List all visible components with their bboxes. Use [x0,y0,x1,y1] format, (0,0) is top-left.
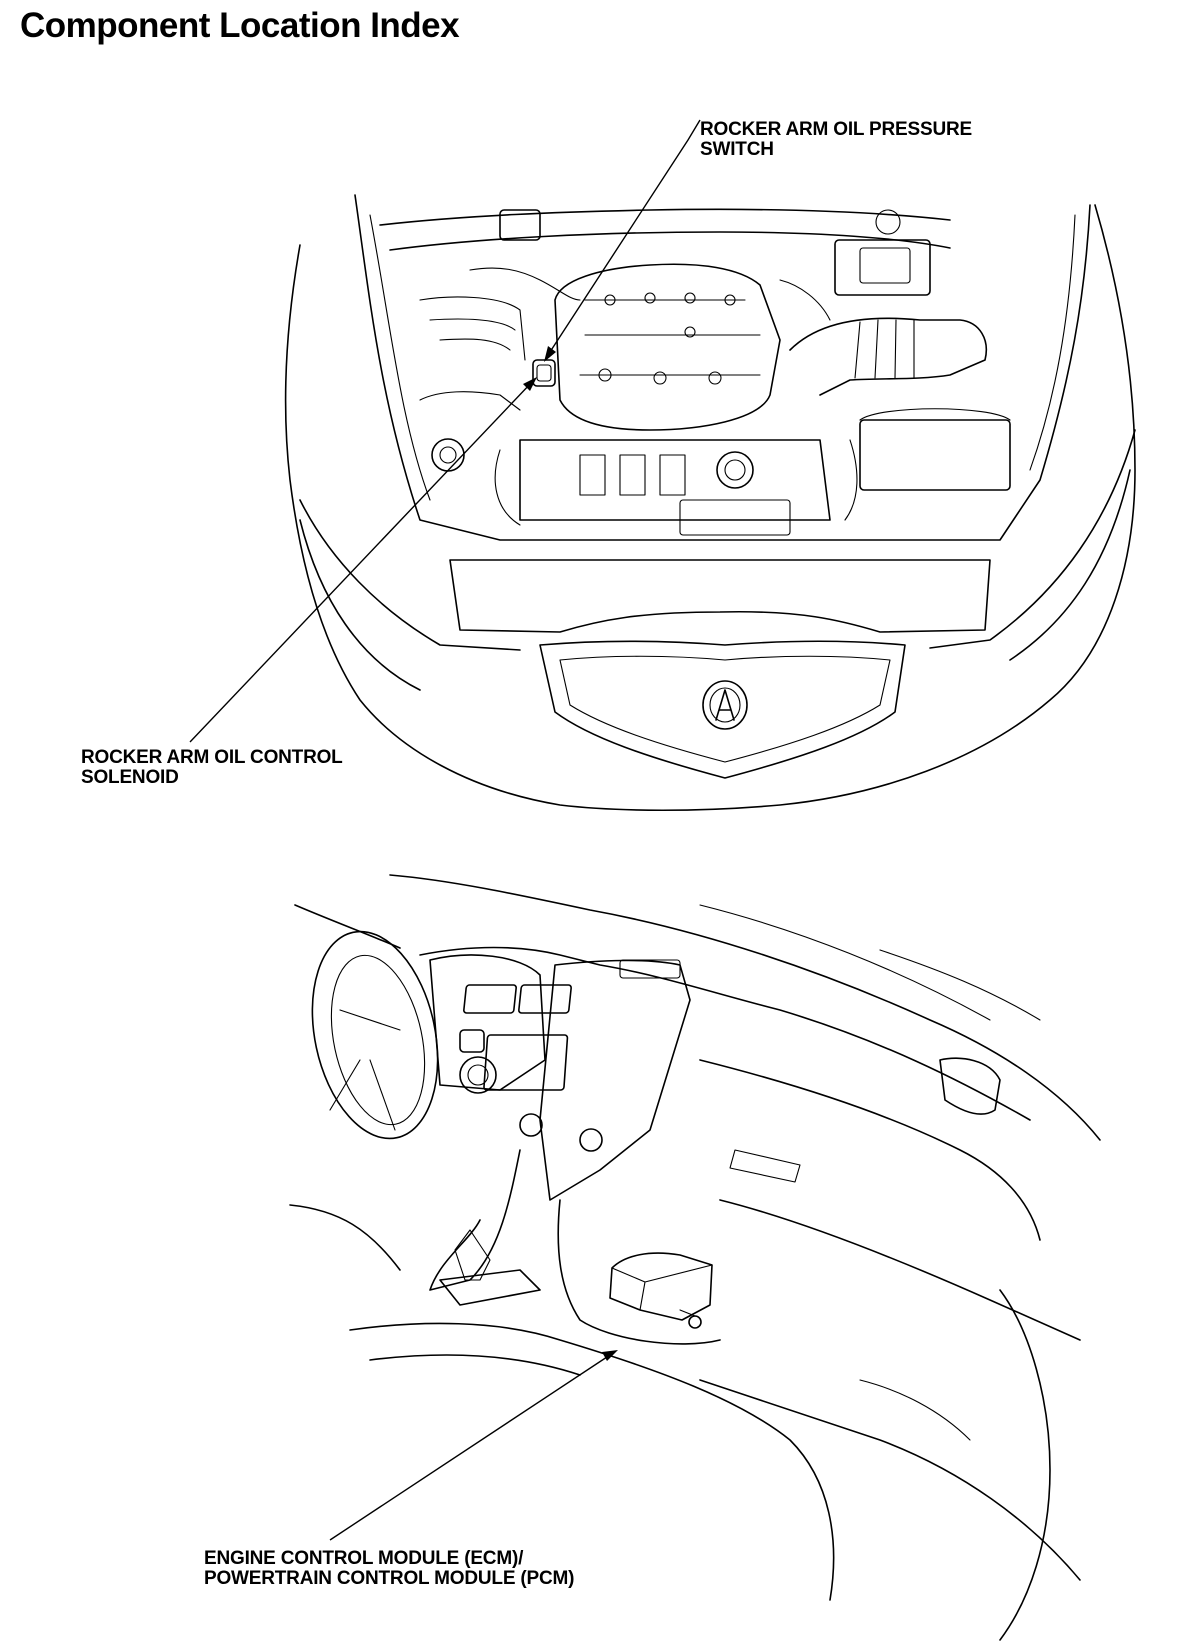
page-title: Component Location Index [20,6,460,45]
car-front-outline [284,194,1136,812]
engine-assembly [379,208,1011,536]
callout-line-2: POWERTRAIN CONTROL MODULE (PCM) [204,1568,575,1589]
callout-line-2: SOLENOID [81,767,179,788]
callout-line-1: ENGINE CONTROL MODULE (ECM)/ [204,1548,524,1569]
ecm-pcm-module-icon [609,1252,713,1329]
callout-line-1: ROCKER ARM OIL CONTROL [81,747,343,768]
callout-engine-control-module: ENGINE CONTROL MODULE (ECM)/ POWERTRAIN … [204,1549,574,1589]
acura-emblem-icon [702,680,748,730]
callout-rocker-arm-oil-pressure-switch: ROCKER ARM OIL PRESSURE SWITCH [700,120,972,160]
rocker-arm-oil-control-solenoid-icon [532,359,556,387]
callout-line-1: ROCKER ARM OIL PRESSURE [700,119,972,140]
callout-line-2: SWITCH [700,139,774,160]
leader-lines [189,119,701,1541]
dashboard-illustration [289,874,1101,1641]
callout-rocker-arm-oil-control-solenoid: ROCKER ARM OIL CONTROL SOLENOID [81,748,343,788]
